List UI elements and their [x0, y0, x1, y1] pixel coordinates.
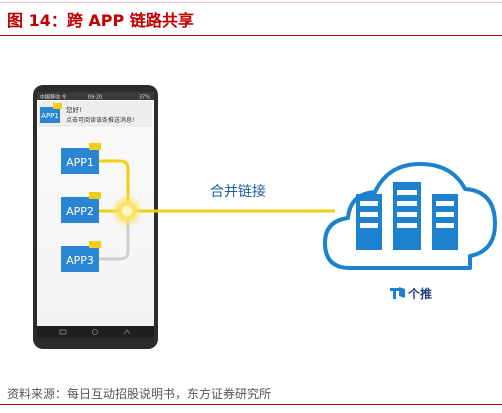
app-label: APP2: [66, 205, 94, 218]
notification-greeting: 您好!: [66, 105, 82, 114]
notification-app-label: APP1: [41, 112, 59, 120]
diagram: 中国移动 令 09:20 37% APP1 您好! 点击可阅读该条推送消息! A…: [0, 36, 502, 381]
server-icon-2: [393, 182, 421, 250]
notification-badge: [53, 103, 62, 109]
app-badge: [89, 143, 101, 150]
nav-recent-icon[interactable]: [123, 329, 131, 335]
figure-source: 资料来源：每日互动招股说明书，东方证券研究所: [7, 387, 272, 401]
brand-logo: 个推: [390, 286, 432, 301]
status-battery: 37%: [139, 95, 150, 101]
diagram-canvas: 中国移动 令 09:20 37% APP1 您好! 点击可阅读该条推送消息! A…: [33, 85, 497, 349]
nav-back-icon[interactable]: [59, 329, 67, 335]
notification-app-icon: [40, 107, 60, 123]
notification-message: 点击可阅读该条推送消息!: [66, 116, 134, 124]
phone-nav-bar: [37, 326, 154, 338]
footer-rule: [0, 404, 502, 405]
app-icon-3[interactable]: APP3: [61, 241, 101, 272]
brand-name: 个推: [407, 286, 432, 301]
app-icon-1[interactable]: APP1: [61, 143, 101, 174]
app-tile: [61, 148, 99, 174]
server-icon-1: [356, 194, 382, 250]
brand-logo-icon: [390, 287, 405, 299]
figure-title: 图 14：跨 APP 链路共享: [7, 11, 194, 30]
cloud-icon: [323, 162, 497, 270]
merged-link-label: 合并链接: [210, 183, 266, 200]
header-rule: [0, 35, 502, 36]
app-badge: [89, 241, 101, 248]
app-label: APP1: [66, 156, 94, 169]
nav-home-icon[interactable]: [92, 329, 98, 335]
link-line-app3: [98, 213, 130, 261]
figure-header: 图 14：跨 APP 链路共享: [0, 0, 502, 36]
app-tile: [61, 246, 99, 272]
link-line-app1: [98, 159, 130, 209]
server-icon-3: [432, 194, 458, 250]
junction-node: [122, 206, 132, 216]
status-bar: [37, 92, 154, 100]
app-badge: [89, 192, 101, 199]
app-icon-2[interactable]: APP2: [61, 192, 101, 223]
app-tile: [61, 197, 99, 223]
push-notification[interactable]: APP1 您好! 点击可阅读该条推送消息!: [38, 101, 152, 127]
header-top-rule: [0, 2, 502, 3]
app-label: APP3: [66, 254, 94, 267]
status-time: 09:20: [88, 95, 102, 101]
status-carrier: 中国移动 令: [40, 94, 67, 101]
